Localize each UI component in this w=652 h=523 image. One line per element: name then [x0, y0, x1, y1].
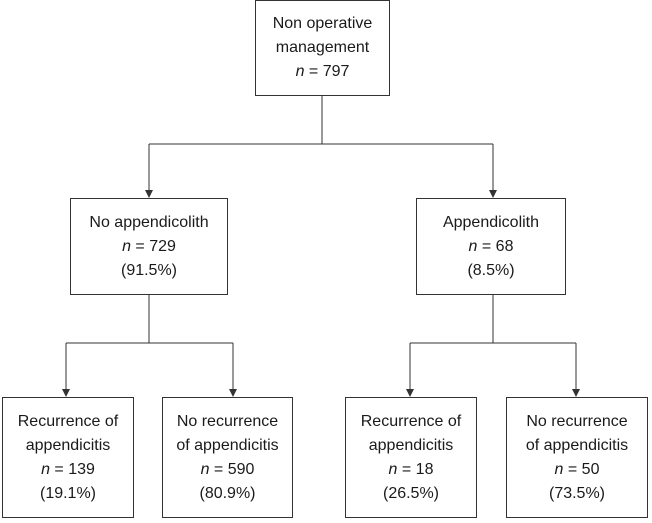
node-percent: (8.5%)	[467, 261, 515, 279]
node-label: Recurrence of	[360, 412, 462, 430]
count-value: = 68	[477, 237, 514, 255]
n-variable: n	[388, 460, 398, 478]
count-value: = 18	[397, 460, 434, 478]
node-no-appendicolith-recurrence: Recurrence of appendicitis n = 139 (19.1…	[2, 397, 134, 518]
node-label: appendicitis	[368, 436, 454, 454]
n-variable: n	[468, 237, 478, 255]
node-count: n = 18	[389, 458, 434, 482]
node-label: No appendicolith	[89, 213, 209, 231]
node-percent: (91.5%)	[120, 261, 178, 279]
node-count: n = 729	[122, 235, 176, 259]
node-appendicolith-recurrence: Recurrence of appendicitis n = 18 (26.5%…	[345, 397, 477, 518]
node-count: n = 590	[201, 458, 255, 482]
node-non-operative-management: Non operative management n = 797	[255, 0, 390, 96]
n-variable: n	[554, 460, 564, 478]
node-label: management	[275, 39, 370, 56]
node-percent: (26.5%)	[382, 484, 440, 502]
node-label: of appendicitis	[525, 436, 629, 454]
node-count: n = 68	[469, 235, 514, 259]
node-label: No recurrence	[176, 412, 279, 430]
node-label: appendicitis	[25, 436, 111, 454]
n-variable: n	[122, 237, 131, 255]
n-variable: n	[295, 63, 305, 80]
count-value: = 590	[209, 460, 255, 478]
n-variable: n	[200, 460, 210, 478]
node-appendicolith-no-recurrence: No recurrence of appendicitis n = 50 (73…	[506, 397, 648, 518]
node-label: Appendicolith	[442, 213, 540, 231]
count-value: = 50	[563, 460, 600, 478]
node-count: n = 139	[41, 458, 95, 482]
node-no-appendicolith: No appendicolith n = 729 (91.5%)	[70, 198, 228, 295]
node-count: n = 50	[555, 458, 600, 482]
count-value: = 139	[49, 460, 95, 478]
count-value: = 729	[130, 237, 176, 255]
node-percent: (19.1%)	[39, 484, 97, 502]
node-no-appendicolith-no-recurrence: No recurrence of appendicitis n = 590 (8…	[162, 397, 293, 518]
count-value: = 797	[304, 63, 350, 80]
node-percent: (80.9%)	[199, 484, 256, 502]
node-label: Non operative	[272, 15, 373, 32]
n-variable: n	[41, 460, 50, 478]
node-label: No recurrence	[526, 412, 628, 430]
node-label: Recurrence of	[17, 412, 119, 430]
node-appendicolith: Appendicolith n = 68 (8.5%)	[416, 198, 566, 295]
node-count: n = 797	[296, 60, 350, 84]
node-percent: (73.5%)	[548, 484, 606, 502]
node-label: of appendicitis	[176, 436, 279, 454]
